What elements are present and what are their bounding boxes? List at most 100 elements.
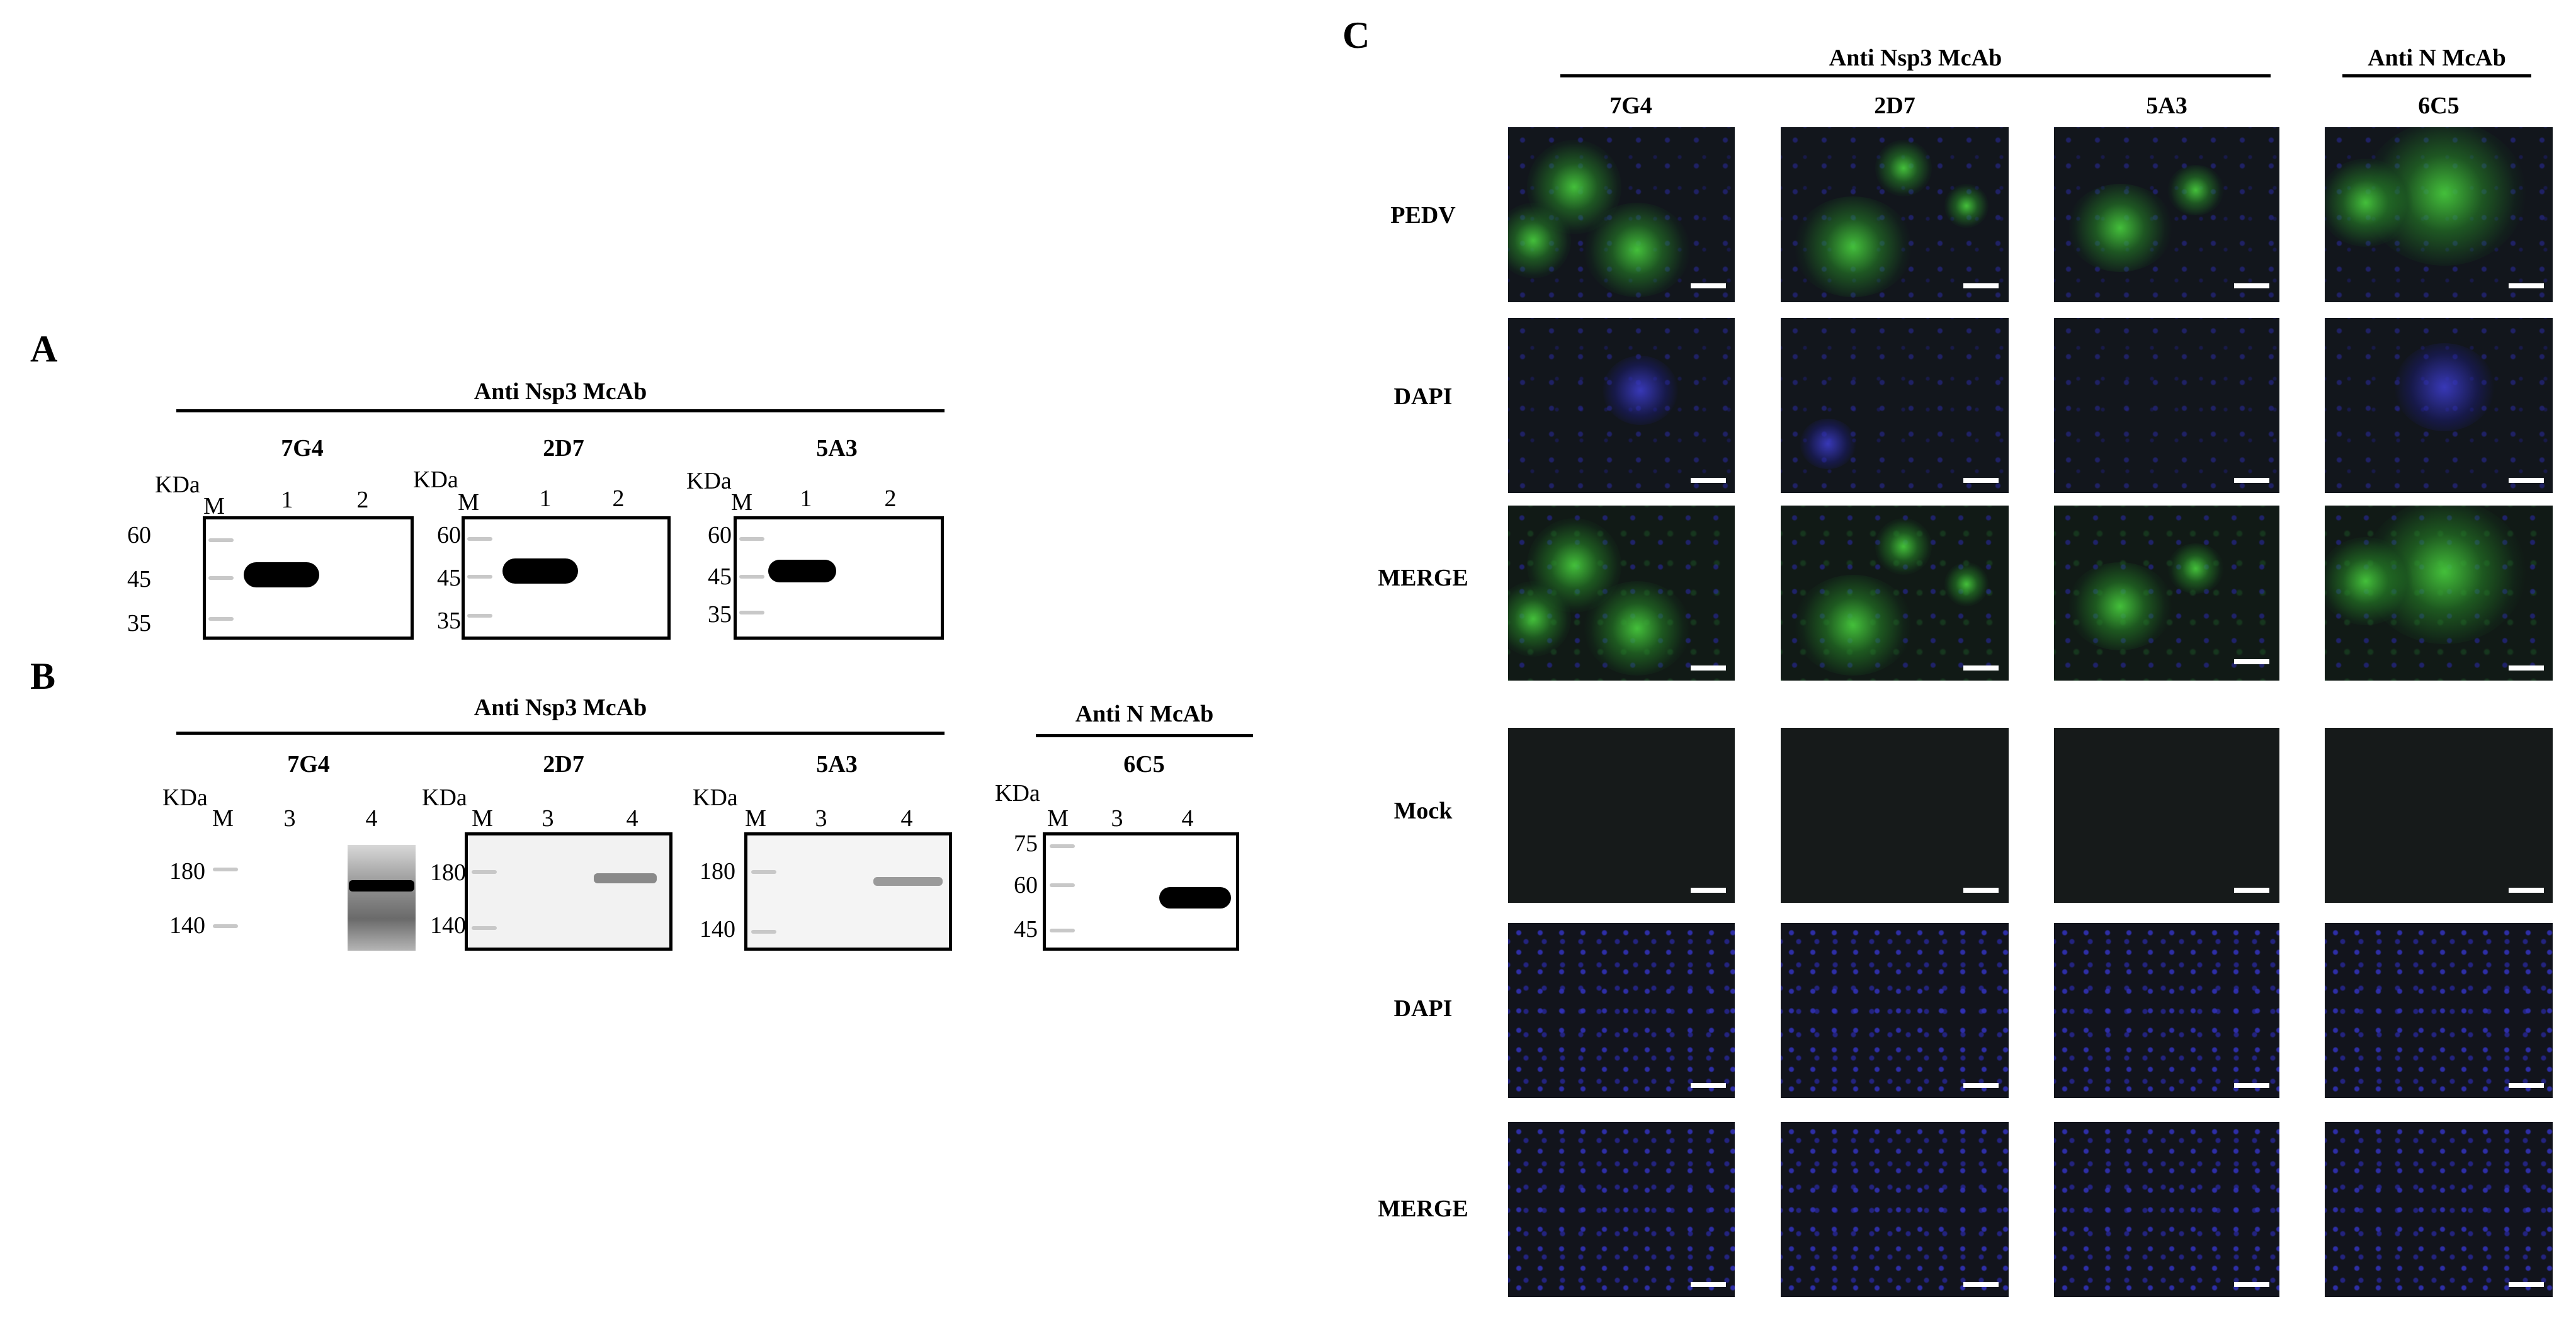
merge-image-7g4 — [1508, 506, 1735, 681]
dapi-image-2d7 — [1781, 318, 2009, 493]
panel-b-label: B — [30, 655, 56, 697]
protein-band — [502, 558, 578, 584]
antibody-label: 2D7 — [543, 751, 584, 778]
protein-band — [768, 560, 836, 582]
lane-label: M — [1047, 805, 1069, 832]
pedv-image-6c5 — [2325, 127, 2553, 302]
row-label-dapi-mock: DAPI — [1393, 995, 1453, 1022]
lane-label: 3 — [1111, 805, 1123, 832]
dapi-mock-image-6c5 — [2325, 923, 2553, 1098]
mw-marker: 180 — [430, 859, 466, 886]
mw-marker: 140 — [169, 912, 205, 939]
kda-label: KDa — [995, 780, 1040, 807]
mock-image-2d7 — [1781, 728, 2009, 903]
mw-marker: 180 — [700, 858, 735, 885]
merge-image-2d7 — [1781, 506, 2009, 681]
panel-c-header-rule — [1560, 74, 2271, 77]
mw-marker: 180 — [169, 858, 205, 885]
column-label-7g4: 7G4 — [1609, 93, 1652, 119]
lane-label: 2 — [884, 485, 897, 512]
merge-image-6c5 — [2325, 506, 2553, 681]
mw-marker: 140 — [430, 912, 466, 939]
mock-image-6c5 — [2325, 728, 2553, 903]
lane-label: 1 — [281, 487, 293, 513]
mw-marker: 35 — [437, 608, 461, 634]
panel-c-header-n-rule — [2342, 74, 2531, 77]
column-label-6c5: 6C5 — [2418, 93, 2460, 119]
panel-a-header-rule — [176, 409, 945, 412]
western-blot — [208, 832, 416, 951]
lane-label: 3 — [542, 805, 554, 832]
dapi-mock-image-2d7 — [1781, 923, 2009, 1098]
lane-label: 4 — [900, 805, 913, 832]
lane-label: M — [212, 805, 234, 832]
panel-b-header-rule — [176, 732, 945, 735]
mw-marker: 60 — [127, 522, 151, 548]
protein-band — [349, 880, 414, 892]
merge-mock-image-5a3 — [2054, 1122, 2279, 1297]
lane-label: M — [745, 805, 766, 832]
mw-marker: 35 — [708, 601, 732, 628]
pedv-image-7g4 — [1508, 127, 1735, 302]
lane-label: 3 — [283, 805, 296, 832]
panel-b-header-n-rule — [1036, 734, 1253, 737]
lane-label: 2 — [356, 487, 369, 513]
dapi-image-7g4 — [1508, 318, 1735, 493]
mw-marker: 35 — [127, 610, 151, 637]
mock-image-5a3 — [2054, 728, 2279, 903]
merge-mock-image-6c5 — [2325, 1122, 2553, 1297]
mw-marker: 45 — [127, 566, 151, 592]
antibody-label: 6C5 — [1123, 751, 1165, 778]
mw-marker: 60 — [1014, 872, 1038, 898]
pedv-image-2d7 — [1781, 127, 2009, 302]
mw-marker: 140 — [700, 916, 735, 943]
western-blot — [734, 516, 944, 640]
dapi-mock-image-7g4 — [1508, 923, 1735, 1098]
western-blot — [462, 516, 671, 640]
panel-c-header-nsp3: Anti Nsp3 McAb — [1829, 45, 2002, 71]
column-label-5a3: 5A3 — [2146, 93, 2187, 119]
column-label-2d7: 2D7 — [1874, 93, 1915, 119]
mw-marker: 45 — [708, 563, 732, 590]
lane-label: 1 — [539, 485, 552, 512]
mw-marker: 60 — [437, 522, 461, 548]
antibody-label: 2D7 — [543, 435, 584, 461]
lane-label: 4 — [626, 805, 638, 832]
lane-label: M — [203, 493, 225, 519]
kda-label: KDa — [413, 467, 458, 493]
row-label-mock: Mock — [1393, 798, 1453, 824]
western-blot — [744, 832, 952, 951]
mw-marker: 45 — [437, 565, 461, 591]
panel-b-header-nsp3: Anti Nsp3 McAb — [474, 694, 647, 721]
lane-label: 2 — [612, 485, 625, 512]
protein-band — [873, 877, 943, 886]
antibody-label: 5A3 — [816, 435, 858, 461]
mw-marker: 75 — [1014, 830, 1038, 857]
panel-a-label: A — [30, 328, 58, 370]
antibody-label: 5A3 — [816, 751, 858, 778]
mock-image-7g4 — [1508, 728, 1735, 903]
mw-marker: 45 — [1014, 916, 1038, 943]
row-label-dapi: DAPI — [1393, 383, 1453, 410]
dapi-image-6c5 — [2325, 318, 2553, 493]
dapi-mock-image-5a3 — [2054, 923, 2279, 1098]
lane-label: 4 — [1181, 805, 1194, 832]
merge-mock-image-7g4 — [1508, 1122, 1735, 1297]
protein-band — [244, 562, 319, 587]
kda-label: KDa — [155, 472, 200, 498]
row-label-pedv: PEDV — [1390, 202, 1456, 229]
western-blot — [203, 516, 414, 640]
row-label-merge-mock: MERGE — [1378, 1196, 1468, 1222]
kda-label: KDa — [693, 784, 738, 811]
mw-marker: 60 — [708, 522, 732, 548]
protein-band — [1159, 887, 1231, 909]
lane-label: 3 — [815, 805, 827, 832]
row-label-merge: MERGE — [1378, 565, 1468, 591]
kda-label: KDa — [422, 784, 467, 811]
kda-label: KDa — [686, 468, 732, 494]
lane-label: M — [458, 489, 479, 516]
lane-label: 4 — [365, 805, 378, 832]
lane-label: M — [472, 805, 493, 832]
dapi-image-5a3 — [2054, 318, 2279, 493]
western-blot — [1043, 832, 1239, 951]
